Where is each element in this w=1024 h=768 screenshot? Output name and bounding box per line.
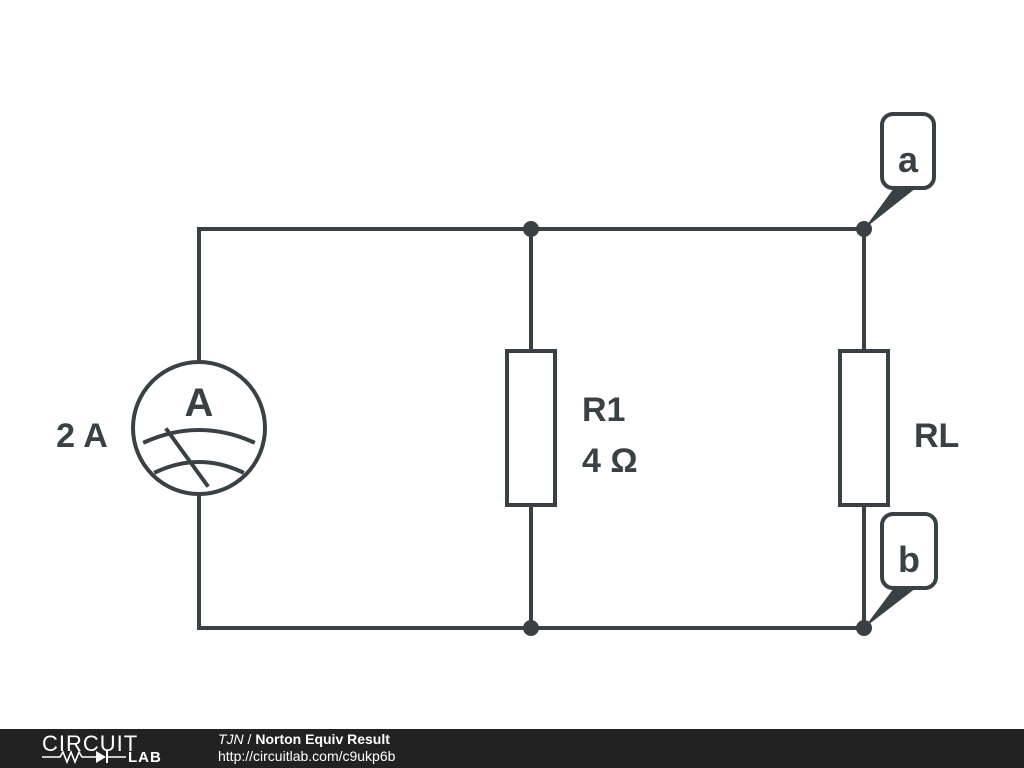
footer-bar: CIRCUIT LAB TJN / Norton Equiv Result ht…	[0, 729, 1024, 768]
r1-value-label: 4 Ω	[582, 442, 638, 480]
terminal-b-tag: b	[864, 512, 938, 628]
circuit-title: Norton Equiv Result	[255, 731, 390, 747]
circuit-schematic: A 2 A R1 4 Ω RL a b	[56, 112, 959, 636]
circuit-info: TJN / Norton Equiv Result http://circuit…	[218, 731, 395, 765]
terminal-b-box	[880, 512, 938, 590]
current-source-symbol: A	[185, 381, 214, 425]
terminal-b-label: b	[898, 539, 920, 580]
logo-lab-text: LAB	[128, 749, 162, 766]
logo-circuit-text: CIRCUIT	[42, 731, 139, 756]
logo-diode-icon	[42, 750, 126, 764]
circuitlab-logo[interactable]: CIRCUIT LAB	[42, 729, 178, 768]
terminal-b-pointer	[864, 588, 916, 628]
terminal-a-tag: a	[864, 112, 936, 229]
terminal-a-pointer	[864, 188, 916, 229]
junction-r1-top	[523, 221, 539, 237]
author-link[interactable]: TJN	[218, 731, 244, 747]
circuit-url[interactable]: http://circuitlab.com/c9ukp6b	[218, 748, 396, 764]
current-source-label: 2 A	[56, 417, 108, 455]
terminal-a-box	[880, 112, 936, 190]
r1-name-label: R1	[582, 391, 625, 429]
junction-r1-bottom	[523, 620, 539, 636]
circuit-title-line: TJN / Norton Equiv Result	[218, 731, 395, 748]
meter-arc-outer	[142, 428, 256, 445]
resistor-rl	[838, 349, 890, 507]
current-source: A	[131, 360, 267, 496]
title-separator: /	[243, 731, 256, 747]
terminal-a-label: a	[898, 139, 919, 180]
resistor-r1	[505, 349, 557, 507]
meter-arc-inner	[153, 460, 245, 475]
meter-needle-icon	[164, 427, 210, 488]
rl-name-label: RL	[914, 417, 959, 455]
